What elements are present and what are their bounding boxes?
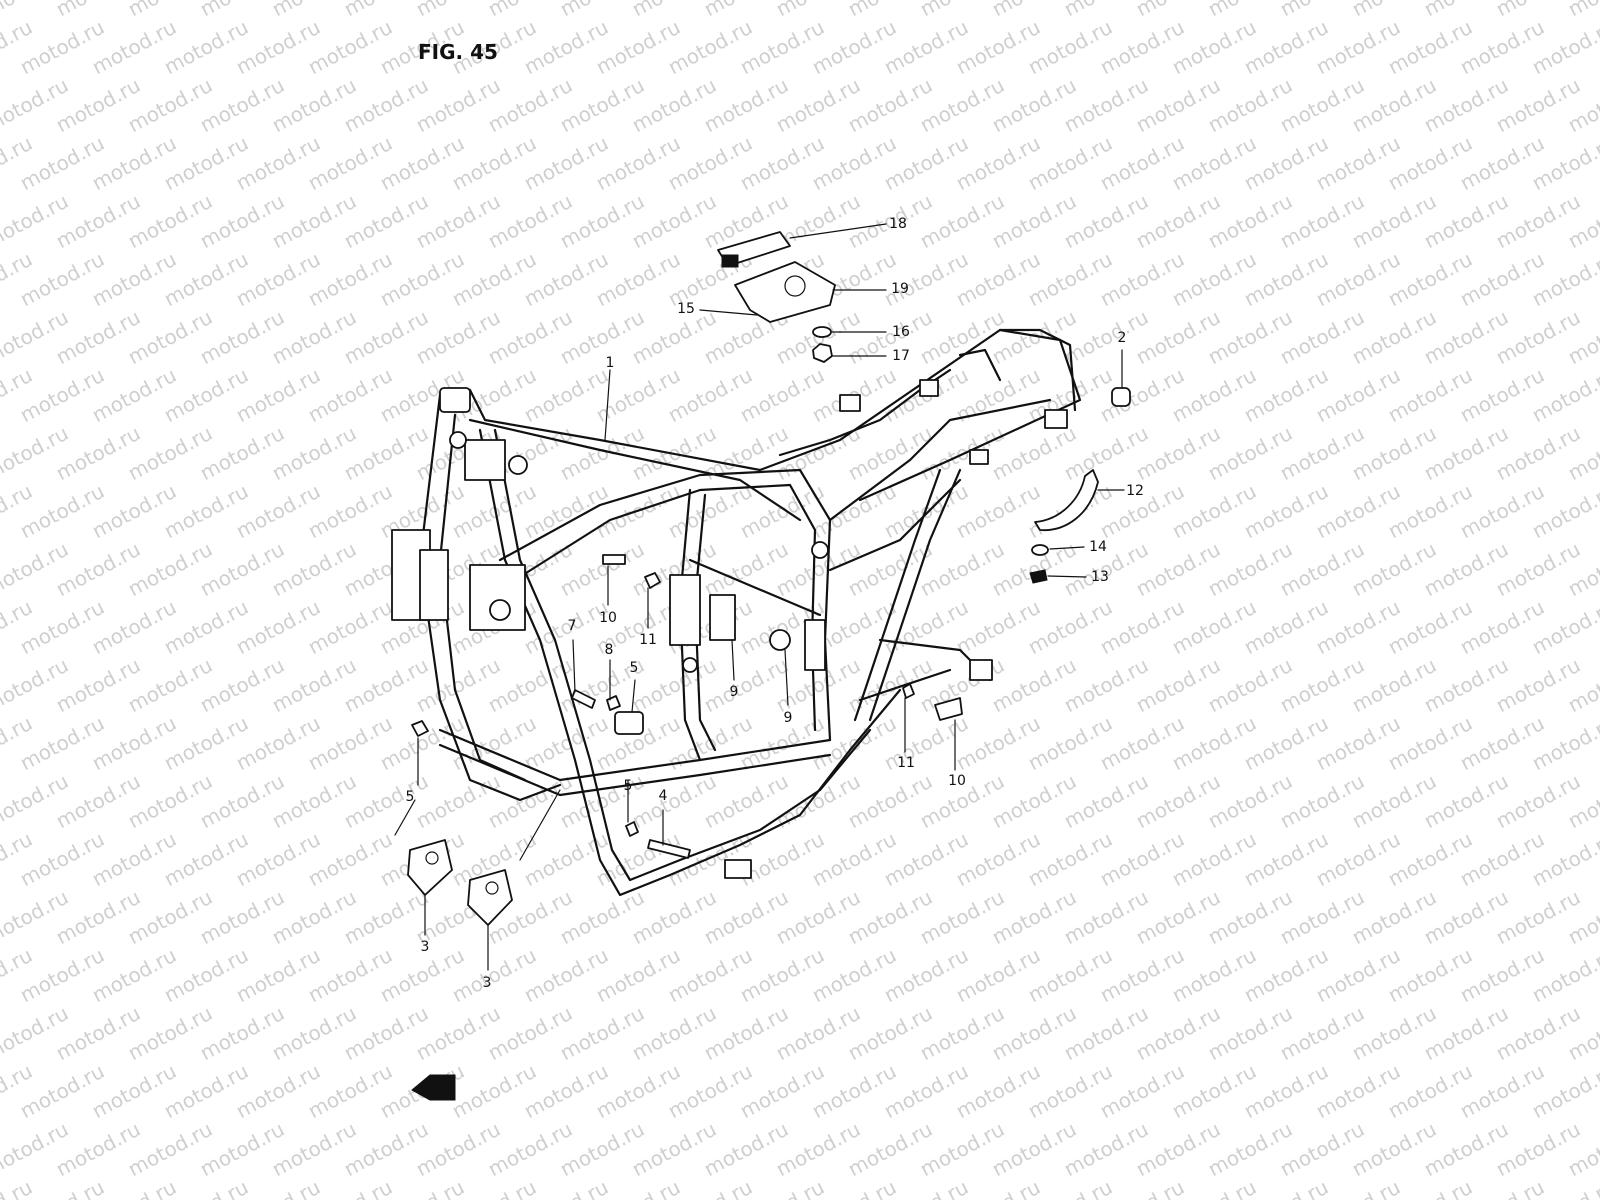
callout-10-right: 10 (948, 773, 966, 789)
callout-18: 18 (889, 216, 907, 232)
callout-19: 19 (891, 281, 909, 297)
callout-10-left: 10 (599, 610, 617, 626)
callout-8: 8 (604, 642, 614, 658)
callout-14: 14 (1089, 539, 1107, 555)
callout-7: 7 (567, 618, 577, 634)
callout-2: 2 (1117, 330, 1127, 346)
callout-15: 15 (677, 301, 695, 317)
callout-17: 17 (892, 348, 910, 364)
leader-lines (394, 223, 1125, 971)
callout-3-left: 3 (420, 939, 430, 955)
callout-1: 1 (605, 355, 615, 371)
callout-9-left: 9 (729, 684, 739, 700)
callout-13: 13 (1091, 569, 1109, 585)
steering-head (391, 379, 1068, 879)
callout-11-right: 11 (897, 755, 915, 771)
small-parts (407, 231, 1131, 1101)
callout-12: 12 (1126, 483, 1144, 499)
callout-9-right: 9 (783, 710, 793, 726)
figure-title: FIG. 45 (418, 40, 498, 64)
callout-3-right: 3 (482, 975, 492, 991)
callout-5-center: 5 (629, 660, 639, 676)
callout-4: 4 (658, 788, 668, 804)
tray-19 (734, 261, 836, 323)
callout-5-left: 5 (405, 789, 415, 805)
callout-5-bottom: 5 (623, 778, 633, 794)
callout-11-left: 11 (639, 632, 657, 648)
callout-16: 16 (892, 324, 910, 340)
